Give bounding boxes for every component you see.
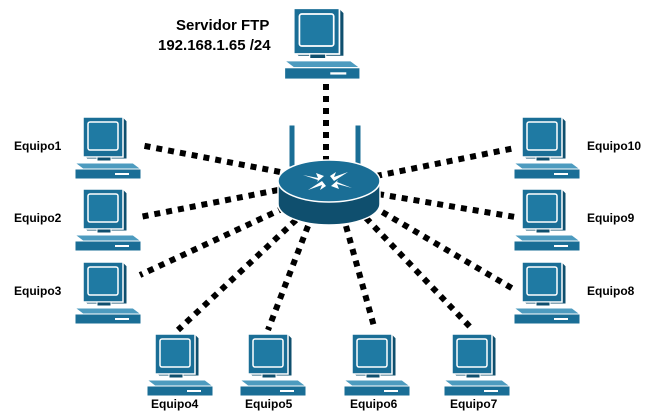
equipo3-link [138, 205, 286, 278]
equipo3-computer-icon [73, 261, 143, 325]
router-arrow-3 [308, 181, 326, 190]
equipo9-link [377, 191, 516, 220]
equipo8-label: Equipo8 [587, 284, 635, 298]
equipo6-link [343, 225, 378, 331]
equipo2-link [139, 187, 279, 220]
router-hub-icon [277, 124, 381, 226]
router-arrow-1 [303, 173, 324, 182]
equipo5-label: Equipo5 [245, 397, 293, 411]
server-address: 192.168.1.65 /24 [158, 37, 271, 54]
equipo2-computer-icon [73, 188, 143, 252]
equipo10-link [375, 145, 516, 179]
ftp-server-computer-icon [282, 7, 362, 80]
equipo7-computer-icon [442, 333, 512, 397]
equipo9-computer-icon [512, 188, 582, 252]
equipo10-computer-icon [512, 116, 582, 180]
equipo2-label: Equipo2 [14, 211, 62, 225]
server-title: Servidor FTP [176, 17, 270, 34]
links-layer [138, 84, 517, 333]
equipo1-link [139, 142, 281, 175]
equipo8-link [370, 203, 517, 293]
devices-layer [73, 7, 582, 397]
equipo1-label: Equipo1 [14, 139, 62, 153]
equipo6-label: Equipo6 [350, 397, 398, 411]
equipo7-link [363, 215, 476, 333]
equipo1-computer-icon [73, 116, 143, 180]
router-arrow-2 [331, 180, 352, 189]
equipo5-link [265, 224, 311, 332]
equipo3-label: Equipo3 [14, 284, 62, 298]
equipo4-computer-icon [145, 333, 215, 397]
equipo7-label: Equipo7 [450, 397, 498, 411]
equipo9-label: Equipo9 [587, 211, 635, 225]
equipo6-computer-icon [342, 333, 412, 397]
equipo4-link [175, 217, 299, 333]
equipo8-computer-icon [512, 261, 582, 325]
router-arrow-4 [330, 172, 348, 181]
equipo4-label: Equipo4 [151, 397, 199, 411]
equipo5-computer-icon [238, 333, 308, 397]
equipo10-label: Equipo10 [587, 139, 642, 153]
